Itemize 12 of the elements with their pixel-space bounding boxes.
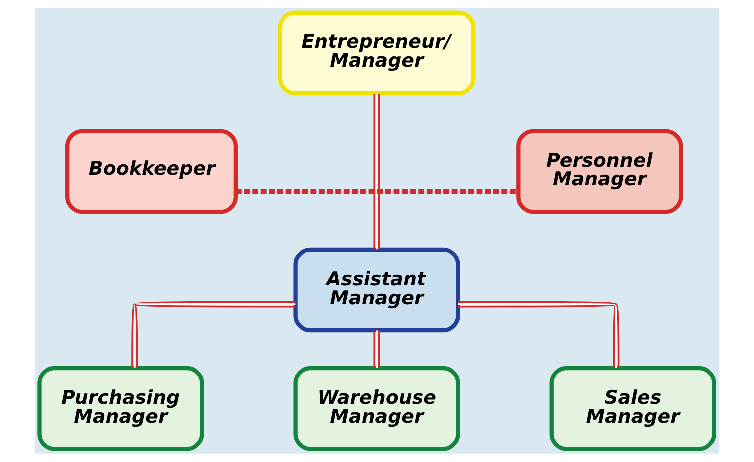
node-box: Entrepreneur/ Manager — [278, 10, 476, 96]
connector — [374, 330, 380, 368]
node-box: Assistant Manager — [294, 248, 460, 333]
node-box: Warehouse Manager — [294, 366, 460, 452]
connector — [132, 301, 296, 368]
node-box: Personnel Manager — [516, 129, 684, 214]
node-box: Purchasing Manager — [38, 366, 204, 452]
connector — [236, 190, 519, 194]
connector — [374, 94, 380, 250]
node-box: Sales Manager — [550, 366, 716, 452]
node-box: Bookkeeper — [66, 129, 238, 214]
connector — [458, 301, 620, 368]
